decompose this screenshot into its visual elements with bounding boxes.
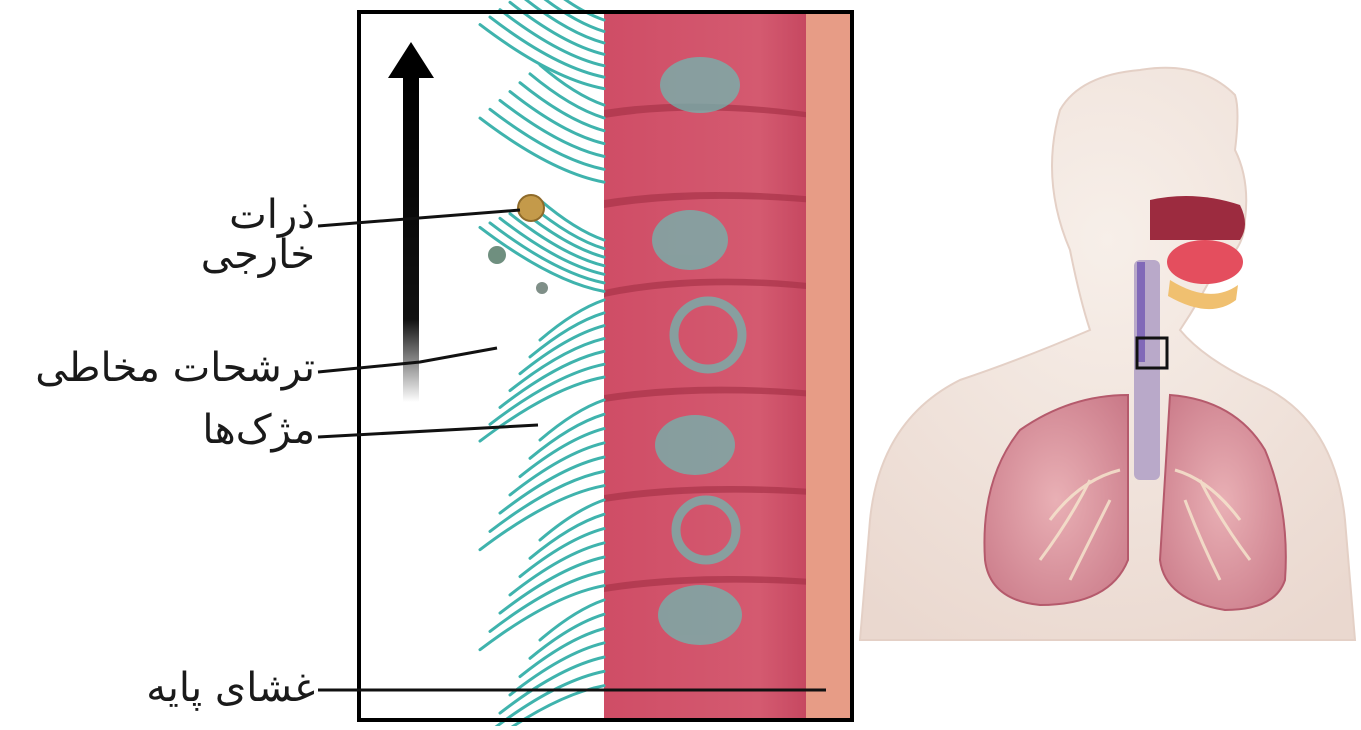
tissue-panel: [359, 0, 852, 726]
label-basement-membrane: غشای پایه: [146, 668, 315, 708]
label-mucus: ترشحات مخاطی: [35, 348, 315, 388]
label-foreign-particles-line2: خارجی: [201, 235, 315, 275]
basement-membrane: [806, 12, 852, 720]
foreign-particle-icon: [488, 246, 506, 264]
label-foreign-particles: ذرات خارجی: [201, 195, 315, 275]
human-torso: [860, 68, 1355, 640]
foreign-particle-icon: [536, 282, 548, 294]
foreign-particle-icon: [518, 195, 544, 221]
label-cilia: مژک‌ها: [202, 410, 315, 450]
label-foreign-particles-line1: ذرات: [201, 195, 315, 235]
epithelium: [604, 12, 852, 720]
